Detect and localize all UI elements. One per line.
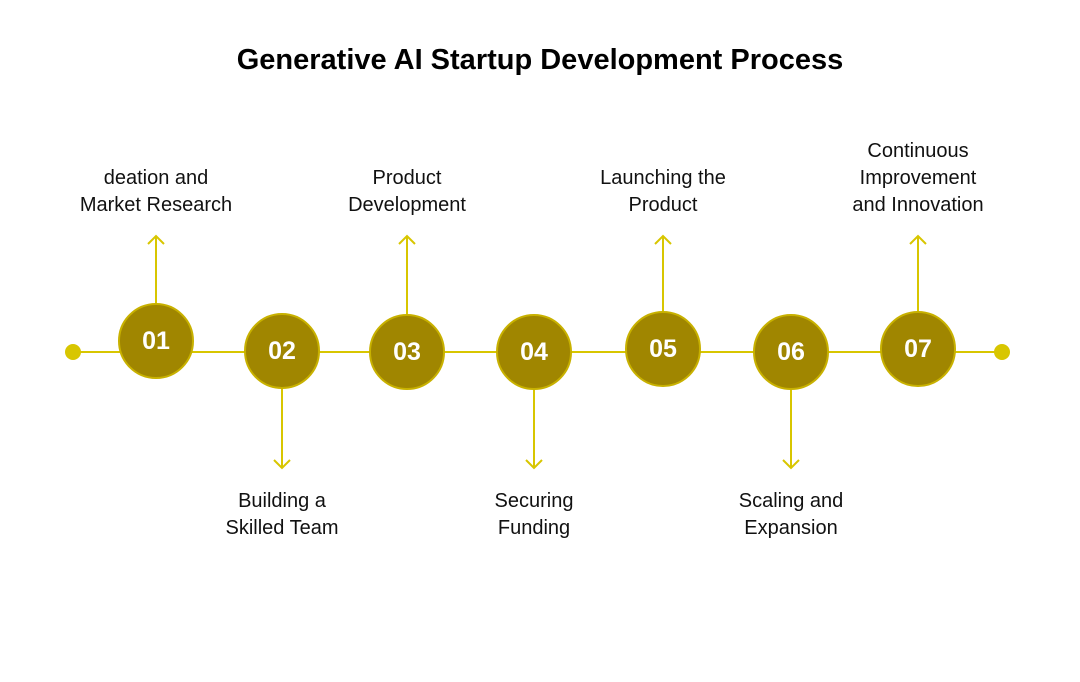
arrow-up-icon xyxy=(147,234,165,245)
step-number: 03 xyxy=(393,337,421,366)
step-circle-06: 06 xyxy=(753,314,829,390)
step-label: deation and Market Research xyxy=(79,167,233,216)
step-number: 04 xyxy=(520,337,548,366)
arrow-down-icon xyxy=(525,459,543,470)
step-circle-02: 02 xyxy=(244,313,320,389)
step-number: 05 xyxy=(649,334,677,363)
step-number: 06 xyxy=(777,337,805,366)
step-number: 01 xyxy=(142,326,170,355)
arrow-down-icon xyxy=(273,459,291,470)
step-circle-07: 07 xyxy=(880,311,956,387)
arrow-down-icon xyxy=(782,459,800,470)
diagram-title: Generative AI Startup Development Proces… xyxy=(236,44,844,76)
step-label: Scaling and Expansion xyxy=(738,490,844,539)
timeline-start-dot xyxy=(65,344,81,360)
step-label: Securing Funding xyxy=(494,490,574,539)
step-circle-05: 05 xyxy=(625,311,701,387)
step-circle-04: 04 xyxy=(496,314,572,390)
step-number: 07 xyxy=(904,334,932,363)
arrow-up-icon xyxy=(654,234,672,245)
step-label: Building a Skilled Team xyxy=(225,490,339,539)
timeline-end-dot xyxy=(994,344,1010,360)
arrow-up-icon xyxy=(909,234,927,245)
step-label: Launching the Product xyxy=(600,167,726,216)
step-label: Continuous Improvement and Innovation xyxy=(852,140,984,216)
step-label: Product Development xyxy=(348,167,466,216)
step-circle-01: 01 xyxy=(118,303,194,379)
step-circle-03: 03 xyxy=(369,314,445,390)
step-number: 02 xyxy=(268,336,296,365)
arrow-up-icon xyxy=(398,234,416,245)
